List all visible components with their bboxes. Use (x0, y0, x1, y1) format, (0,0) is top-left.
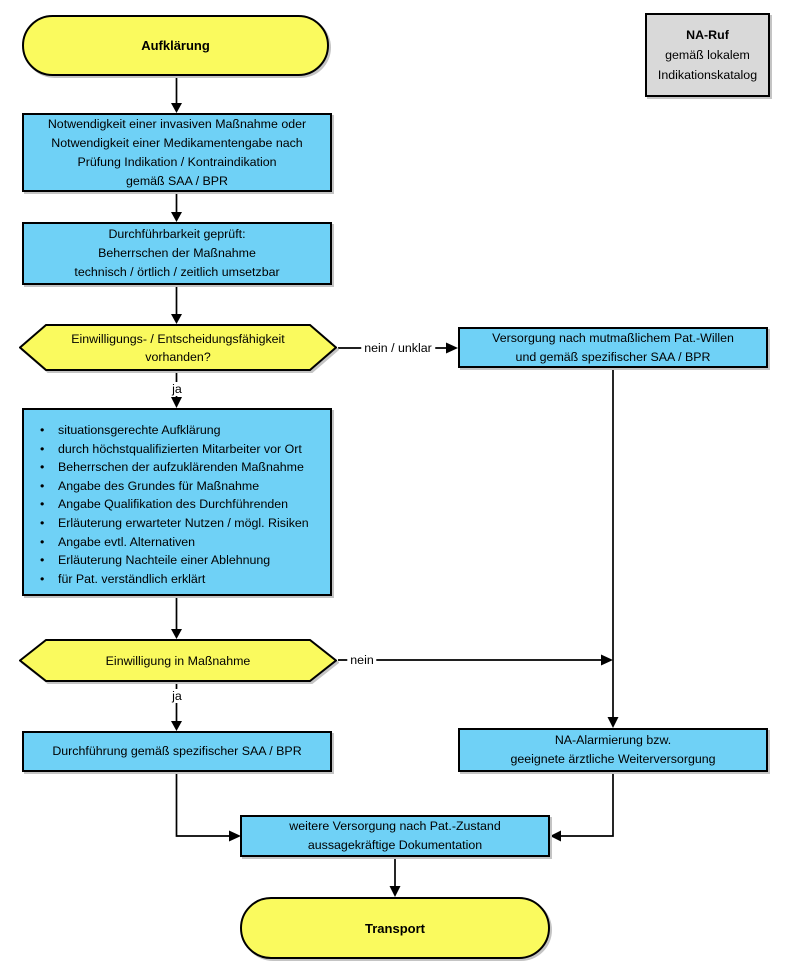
edge-label-ja-1: ja (169, 382, 185, 396)
checklist-item: Angabe des Grundes für Maßnahme (38, 477, 326, 496)
text-line: Einwilligungs- / Entscheidungsfähigkeit (71, 331, 285, 346)
na-alarm-box: NA-Alarmierung bzw. geeignete ärztliche … (458, 728, 768, 772)
text-line: Versorgung nach mutmaßlichem Pat.-Willen (492, 330, 734, 345)
checklist-item: Angabe evtl. Alternativen (38, 533, 326, 552)
text-line: gemäß SAA / BPR (126, 173, 228, 188)
aufklaerung-checklist-box: situationsgerechte Aufklärung durch höch… (22, 408, 332, 596)
checklist: situationsgerechte Aufklärung durch höch… (24, 410, 330, 588)
further-care-box: weitere Versorgung nach Pat.-Zustand aus… (240, 815, 550, 857)
note-title: NA-Ruf (686, 28, 729, 42)
arrowheads (171, 103, 619, 897)
text-line: technisch / örtlich / zeitlich umsetzbar (74, 265, 280, 279)
checklist-item: Angabe Qualifikation des Durchführenden (38, 495, 326, 514)
text-line: Notwendigkeit einer Medikamentengabe nac… (51, 135, 303, 150)
checklist-item: Erläuterung Nachteile einer Ablehnung (38, 551, 326, 570)
checklist-item: Erläuterung erwarteter Nutzen / mögl. Ri… (38, 514, 326, 533)
transport-node: Transport (240, 897, 550, 959)
text-line: geeignete ärztliche Weiterversorgung (510, 752, 716, 766)
execute-box: Durchführung gemäß spezifischer SAA / BP… (22, 731, 332, 772)
presumed-will-box: Versorgung nach mutmaßlichem Pat.-Willen… (458, 327, 768, 368)
text-line: Einwilligung in Maßnahme (105, 653, 251, 668)
text-line: Prüfung Indikation / Kontraindikation (77, 154, 277, 169)
decision-consent-given: Einwilligung in Maßnahme (19, 639, 337, 682)
checklist-item: für Pat. verständlich erklärt (38, 570, 326, 589)
text-line: und gemäß spezifischer SAA / BPR (515, 349, 711, 364)
checklist-item: Beherrschen der aufzuklärenden Maßnahme (38, 458, 326, 477)
text-line: aussagekräftige Dokumentation (307, 838, 483, 852)
text-line: Durchführung gemäß spezifischer SAA / BP… (52, 744, 302, 758)
feasibility-box: Durchführbarkeit geprüft: Beherrschen de… (22, 222, 332, 285)
necessity-box: Notwendigkeit einer invasiven Maßnahme o… (22, 113, 332, 192)
text-line: vorhanden? (145, 349, 211, 364)
checklist-item: situationsgerechte Aufklärung (38, 421, 326, 440)
start-label: Aufklärung (141, 38, 210, 53)
text-line: Beherrschen der Maßnahme (98, 246, 256, 260)
start-node: Aufklärung (22, 15, 329, 76)
text-line: Notwendigkeit einer invasiven Maßnahme o… (47, 116, 307, 131)
edge-label-ja-2: ja (169, 689, 185, 703)
text-line: Durchführbarkeit geprüft: (108, 227, 246, 241)
transport-label: Transport (365, 920, 425, 936)
text-line: Indikationskatalog (657, 68, 758, 82)
na-ruf-note: NA-Ruf gemäß lokalem Indikationskatalog (645, 13, 770, 97)
text-line: weitere Versorgung nach Pat.-Zustand (289, 819, 501, 833)
edge-label-nein: nein (347, 653, 377, 667)
text-line: gemäß lokalem (665, 48, 750, 62)
edge-label-nein-unklar: nein / unklar (361, 341, 435, 355)
text-line: NA-Alarmierung bzw. (554, 733, 672, 747)
checklist-item: durch höchstqualifizierten Mitarbeiter v… (38, 440, 326, 459)
decision-consent-capacity: Einwilligungs- / Entscheidungsfähigkeit … (19, 324, 337, 371)
